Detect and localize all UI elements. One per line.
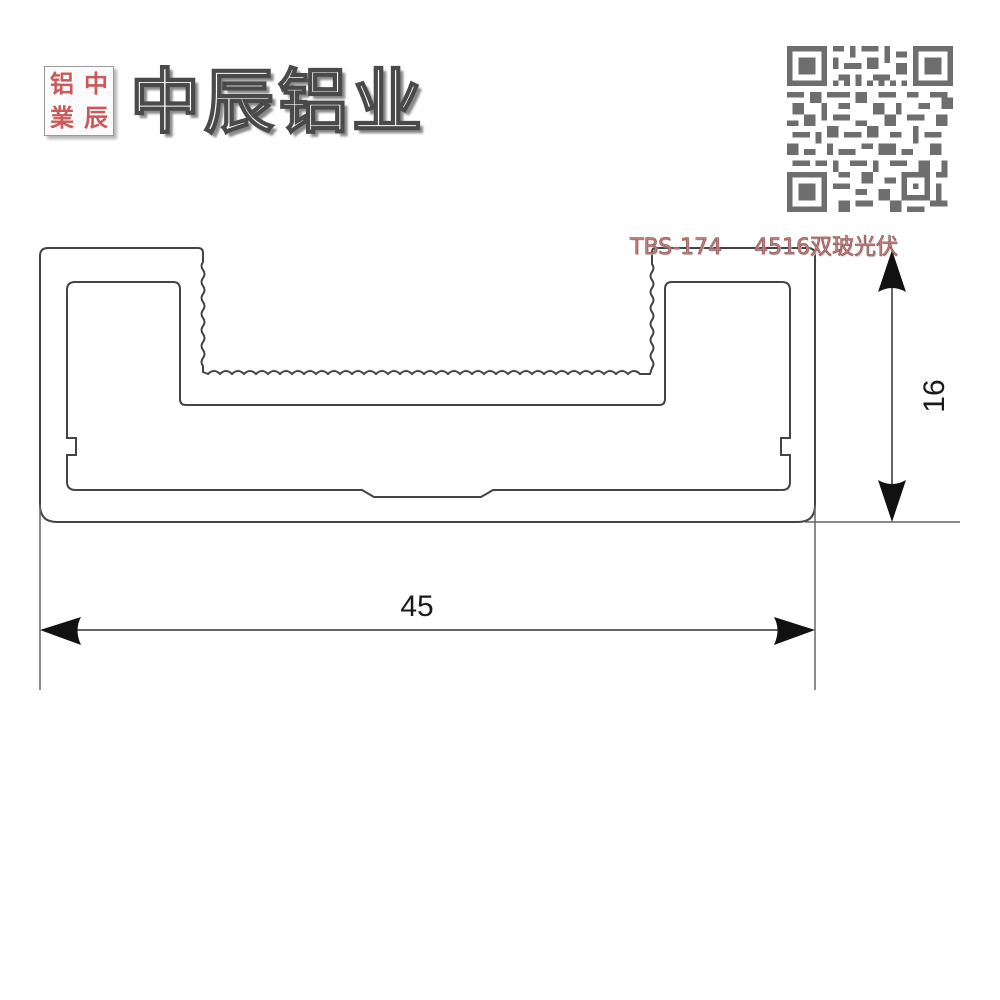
width-dimension-value: 45	[400, 590, 433, 623]
arrow-left-icon	[40, 617, 81, 645]
product-label: TBS-174 4516双玻光伏	[630, 229, 899, 261]
qr-code-icon	[787, 46, 953, 212]
arrow-down-icon	[878, 480, 906, 522]
seal-char: 辰	[84, 103, 108, 132]
seal-char: 铝	[50, 69, 74, 98]
arrow-right-icon	[774, 617, 815, 645]
seal-char: 業	[50, 103, 74, 132]
seal-char: 中	[84, 69, 108, 98]
brand-name: 中辰铝业	[129, 61, 426, 143]
product-code: TBS-174	[630, 235, 723, 261]
product-description: 4516双玻光伏	[754, 235, 899, 261]
profile-outer-contour	[39, 247, 816, 523]
brand-seal-logo: 铝 中 業 辰	[44, 66, 114, 136]
height-dimension-value: 16	[918, 379, 951, 412]
profile-inner-contour	[66, 281, 791, 498]
arrow-up-icon	[878, 250, 906, 292]
